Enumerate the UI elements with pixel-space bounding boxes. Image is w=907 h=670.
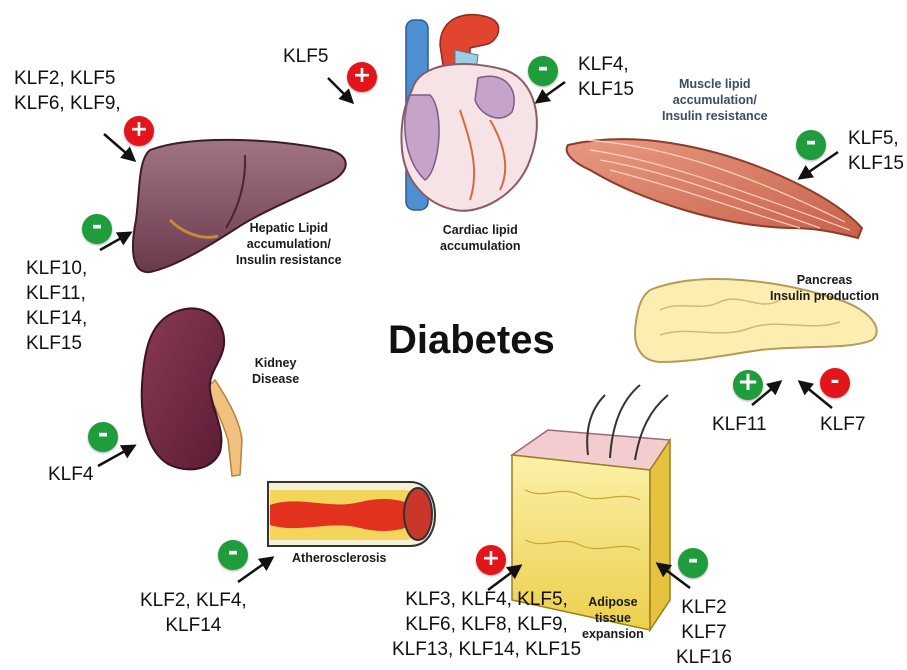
klf-line: KLF15 [848,151,904,176]
klf-line: KLF6, KLF8, KLF9, [392,612,581,637]
label-line: accumulation/ [236,236,342,252]
klf-line: KLF2, KLF5 [14,66,121,91]
klf-line: KLF3, KLF4, KLF5, [392,587,581,612]
artery-downregulated-list: KLF2, KLF4, KLF14 [140,588,247,638]
heart-label: Cardiac lipid accumulation [440,222,521,254]
kidney-label: Kidney Disease [252,355,299,387]
liver-downregulated-list: KLF10, KLF11, KLF14, KLF15 [26,256,87,356]
minus-badge-icon: - [82,214,112,244]
adipose-downregulated-list: KLF2 KLF7 KLF16 [676,595,732,670]
klf-line: KLF14, [26,306,87,331]
kidney-downregulated-list: KLF4 [48,462,93,487]
liver-label: Hepatic Lipid accumulation/ Insulin resi… [236,220,342,268]
heart-upregulated-list: KLF5 [283,44,328,69]
minus-badge-icon: - [528,56,558,86]
minus-badge-icon: - [820,368,850,398]
muscle-downregulated-list: KLF5, KLF15 [848,126,904,176]
klf-line: KLF2 [676,595,732,620]
label-line: Pancreas [770,272,879,288]
klf-line: KLF14 [140,613,247,638]
label-line: expansion [582,626,644,642]
label-line: Insulin resistance [236,252,342,268]
label-line: Kidney [252,355,299,371]
klf-line: KLF6, KLF9, [14,91,121,116]
label-line: accumulation [440,238,521,254]
minus-badge-icon: - [218,540,248,570]
klf-line: KLF10, [26,256,87,281]
artery-label: Atherosclerosis [292,550,386,566]
minus-badge-icon: - [88,422,118,452]
label-line: tissue [582,610,644,626]
klf-line: KLF4, [578,52,634,77]
label-line: Insulin resistance [662,108,768,124]
label-line: Muscle lipid [662,76,768,92]
klf-line: KLF15 [578,77,634,102]
label-line: Disease [252,371,299,387]
plus-badge-icon: + [124,116,154,146]
klf-line: KLF5 [283,44,328,69]
heart-downregulated-list: KLF4, KLF15 [578,52,634,102]
klf-line: KLF4 [48,462,93,487]
klf-line: KLF11 [712,412,767,437]
klf-line: KLF16 [676,645,732,670]
klf-line: KLF15 [26,331,87,356]
label-line: Cardiac lipid [440,222,521,238]
minus-badge-icon: - [796,130,826,160]
label-line: Adipose [582,594,644,610]
klf-line: KLF5, [848,126,904,151]
pancreas-downregulated-list: KLF7 [820,412,865,437]
muscle-label: Muscle lipid accumulation/ Insulin resis… [662,76,768,124]
plus-badge-icon: + [476,545,506,575]
label-line: Hepatic Lipid [236,220,342,236]
klf-line: KLF11, [26,281,87,306]
liver-upregulated-list: KLF2, KLF5 KLF6, KLF9, [14,66,121,116]
label-line: accumulation/ [662,92,768,108]
minus-badge-icon: - [678,548,708,578]
pancreas-label: Pancreas Insulin production [770,272,879,304]
plus-badge-icon: + [347,62,377,92]
klf-line: KLF7 [676,620,732,645]
klf-line: KLF13, KLF14, KLF15 [392,637,581,662]
klf-line: KLF7 [820,412,865,437]
label-line: Insulin production [770,288,879,304]
adipose-label: Adipose tissue expansion [582,594,644,642]
minus-badge-icon: + [733,370,763,400]
adipose-upregulated-list: KLF3, KLF4, KLF5, KLF6, KLF8, KLF9, KLF1… [392,587,581,662]
klf-line: KLF2, KLF4, [140,588,247,613]
diagram-title: Diabetes [388,318,555,363]
label-line: Atherosclerosis [292,550,386,566]
pancreas-upregulated-list: KLF11 [712,412,767,437]
